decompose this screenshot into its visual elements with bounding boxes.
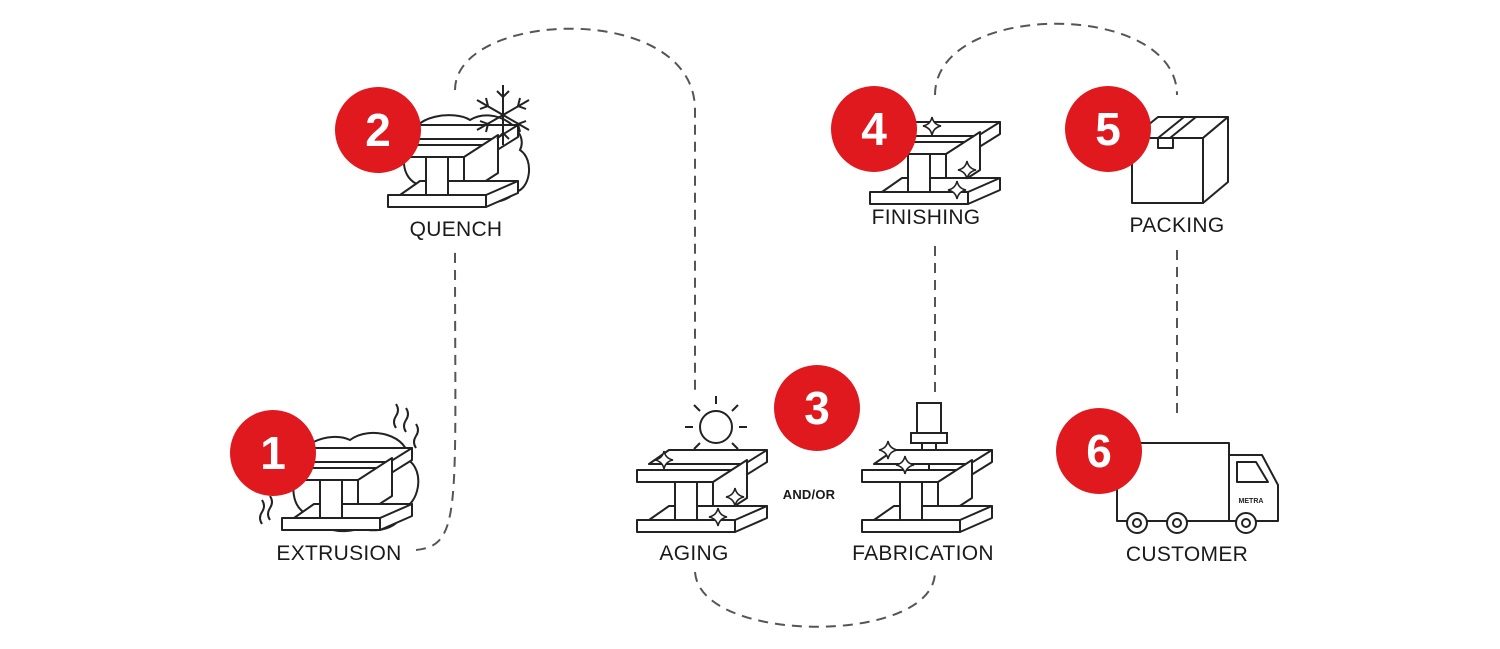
aging-sun-beam-icon — [636, 396, 768, 533]
process-path — [415, 22, 1178, 628]
extrusion-hot-beam-icon — [259, 403, 420, 533]
step-3-connector-label: AND/OR — [782, 487, 836, 502]
step-2-badge: 2 — [335, 87, 421, 173]
step-2-label: QUENCH — [409, 218, 503, 241]
step-6-badge: 6 — [1056, 408, 1142, 494]
step-4-label: FINISHING — [871, 206, 981, 229]
step-5-label: PACKING — [1129, 214, 1225, 237]
fabrication-machine-beam-icon — [861, 402, 993, 533]
step-1-badge: 1 — [230, 410, 316, 496]
step-1-label: EXTRUSION — [276, 542, 402, 565]
step-4-badge: 4 — [831, 86, 917, 172]
step-5-badge: 5 — [1065, 86, 1151, 172]
step-6-label: CUSTOMER — [1125, 543, 1249, 566]
step-3-aging-label: AGING — [659, 542, 729, 565]
step-3-badge: 3 — [774, 365, 860, 451]
truck-logo-text: METRA — [1239, 498, 1264, 505]
step-3-fabrication-label: FABRICATION — [852, 542, 994, 565]
quench-snowflake-beam-icon — [387, 85, 530, 208]
